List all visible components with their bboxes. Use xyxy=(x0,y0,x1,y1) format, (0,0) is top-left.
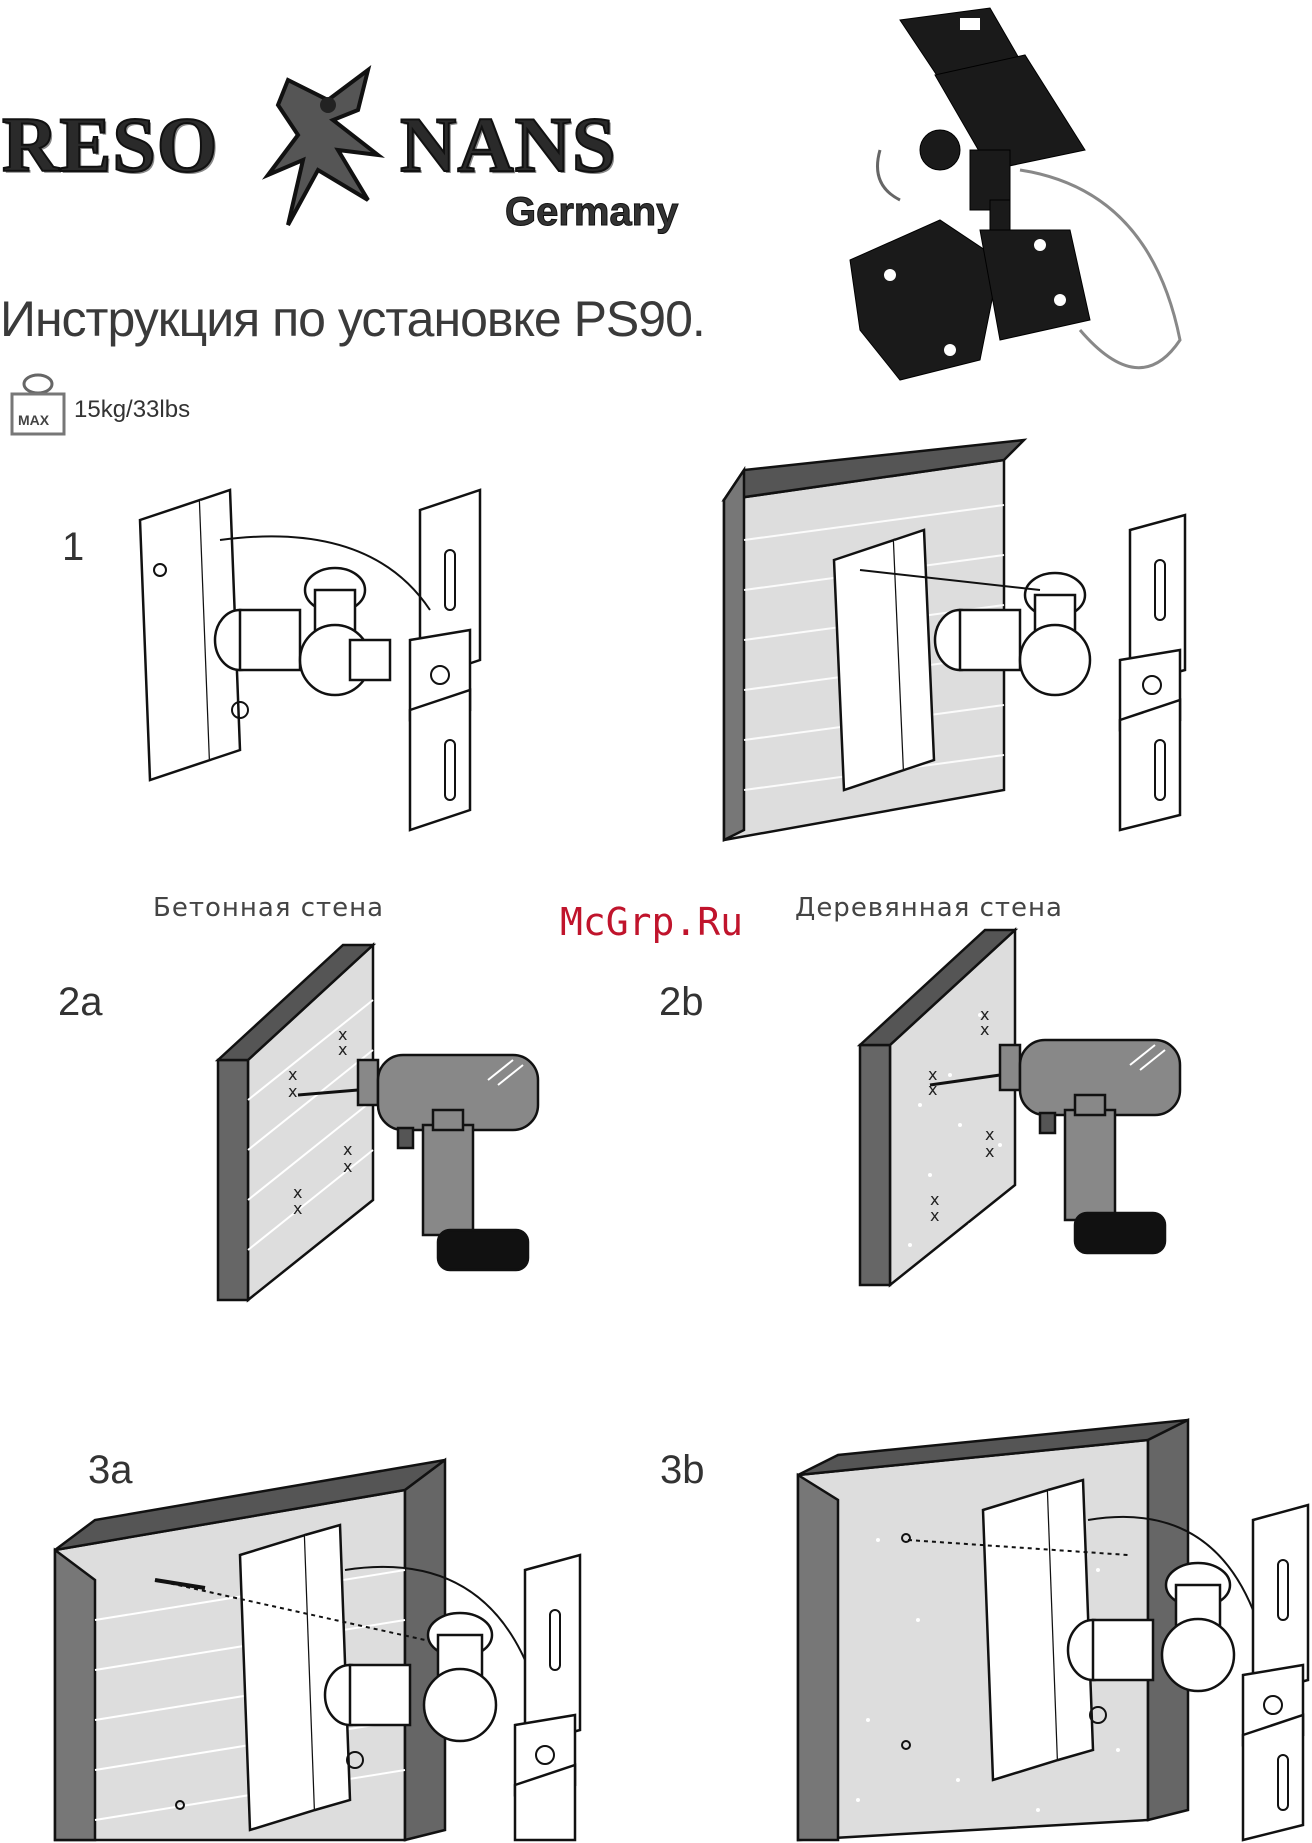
brand-logo: RESO NANS Germany xyxy=(0,60,720,260)
step-2a-label: 2a xyxy=(58,980,103,1025)
step-2b-illustration: xx xx xx xx xyxy=(860,925,1220,1295)
svg-text:x: x xyxy=(338,1040,347,1059)
caption-wood-wall: Деревянная стена xyxy=(795,893,1063,923)
logo-figure-icon xyxy=(258,60,408,240)
step-2a-illustration: xx xx xx xx xyxy=(218,940,578,1320)
page-title: Инструкция по установке PS90. xyxy=(0,290,705,348)
step-1-illustration xyxy=(120,480,480,820)
step-3b-label: 3b xyxy=(660,1448,705,1493)
logo-text-right: NANS xyxy=(400,100,616,190)
svg-text:x: x xyxy=(293,1199,302,1218)
step-3a-illustration xyxy=(55,1460,595,1840)
step-3b-illustration xyxy=(798,1420,1312,1840)
svg-text:x: x xyxy=(343,1157,352,1176)
svg-text:x: x xyxy=(980,1020,989,1039)
svg-text:x: x xyxy=(930,1206,939,1225)
step-1-mount-on-wall-illustration xyxy=(930,540,1190,840)
max-weight-badge: MAX 15kg/33lbs xyxy=(10,370,310,440)
step-1-label: 1 xyxy=(62,525,84,570)
logo-subtitle: Germany xyxy=(505,190,678,235)
svg-text:x: x xyxy=(288,1082,297,1101)
step-2b-label: 2b xyxy=(659,980,704,1025)
svg-text:x: x xyxy=(985,1142,994,1161)
max-weight-value: 15kg/33lbs xyxy=(74,396,190,424)
product-photo xyxy=(840,0,1200,380)
logo-text-left: RESO xyxy=(2,100,218,190)
watermark: McGrp.Ru xyxy=(560,900,743,944)
max-icon-label: MAX xyxy=(18,412,49,428)
caption-concrete-wall: Бетонная стена xyxy=(153,893,384,923)
